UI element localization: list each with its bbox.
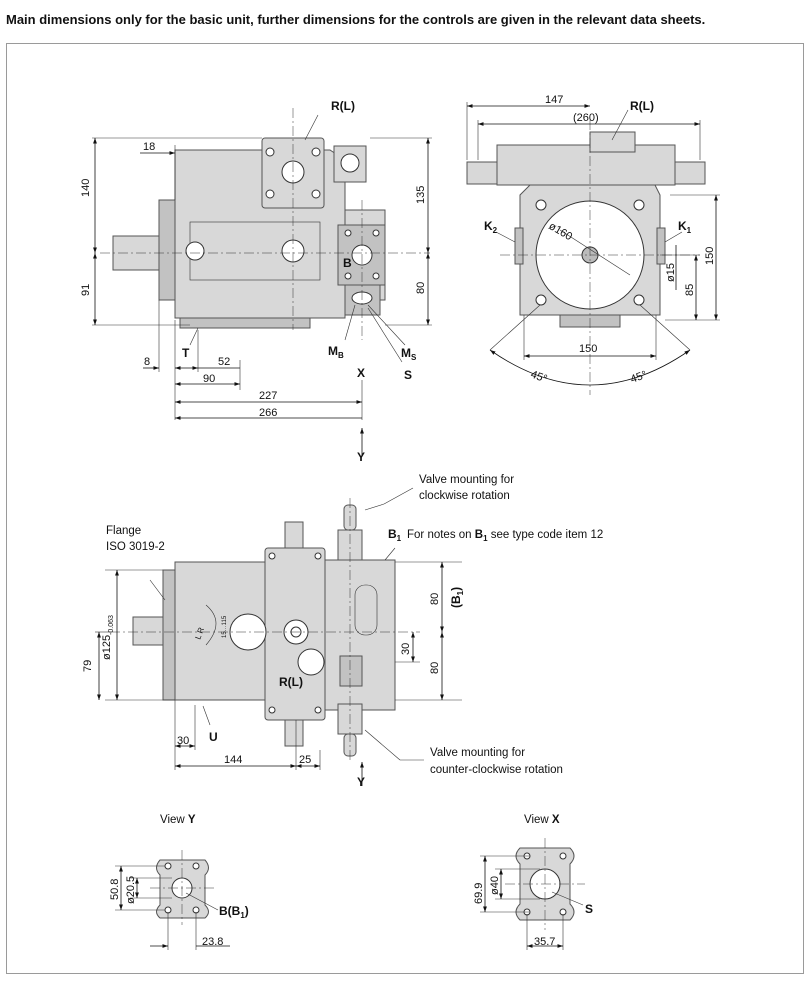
dim-80-side: 80 [415,282,427,294]
top-view-flange [162,569,176,701]
top-view-shaft [132,616,164,646]
hex-plug-left [466,161,498,185]
side-view-text: R(L) B T MB MS S X Y 18 140 91 135 80 8 … [80,99,427,464]
top-view-valve-block [324,559,396,711]
dim-150-horizontal: 150 [579,343,597,355]
label-r-l-front: R(L) [630,99,654,113]
side-view [100,108,430,363]
dim-69-9: 69.9 [473,883,485,904]
dim-8: 8 [144,356,150,368]
rotation-lr: L R [193,626,206,641]
view-x-title: View X [524,814,560,826]
dim-d40: ø40 [489,876,501,895]
label-u: U [209,730,218,744]
label-k1: K1 [678,219,692,235]
dim-227: 227 [259,390,277,402]
angle-45-left: 45° [529,369,549,386]
dim-30-horizontal: 30 [177,735,189,747]
dim-135: 135 [415,186,427,204]
dim-150-vertical: 150 [704,247,716,265]
label-mb: MB [328,344,344,360]
note-valve-ccw-1: Valve mounting for [430,747,525,759]
dim-91: 91 [80,284,92,296]
dim-25: 25 [299,754,311,766]
label-x: X [357,366,365,380]
dim-50-8: 50.8 [109,879,121,900]
dim-d20-5: ø20.5 [125,876,137,904]
front-view-dimensions [466,102,720,386]
label-r-l-top: R(L) [279,675,303,689]
dim-18: 18 [143,141,155,153]
note-flange-1: Flange [106,525,141,537]
angle-45-right: 45° [629,369,649,386]
top-view [110,498,420,760]
dim-266: 266 [259,407,277,419]
dim-80-upper: 80 [429,593,441,605]
dim-79: 79 [82,660,94,672]
mounting-flange [158,199,176,301]
hex-plug-right [674,161,706,185]
dim-80-lower: 80 [429,662,441,674]
dim-90: 90 [203,373,215,385]
dim-d125: ø125-0.063 [101,615,115,660]
dim-260: (260) [573,112,599,124]
dim-30-vertical: 30 [400,643,412,655]
label-b-b1: B(B1) [219,904,249,920]
view-x: View X 69.9 ø40 35.7 S [473,814,593,950]
label-ms: MS [401,346,417,362]
dim-52: 52 [218,356,230,368]
view-y: View Y 50.8 ø20.5 23.8 B(B1) [109,814,249,950]
dim-b1-paren: (B1) [449,587,465,608]
label-k2: K2 [484,219,498,235]
top-view-text: Flange ISO 3019-2 Valve mounting for clo… [82,474,603,789]
front-top-section [496,144,676,186]
note-b1: For notes on B1 see type code item 12 [407,529,603,543]
dim-140: 140 [80,179,92,197]
label-s-view-x: S [585,902,593,916]
label-y-top: Y [357,775,365,789]
label-r-l-side: R(L) [331,99,355,113]
label-b-side: B [343,256,352,270]
label-b1-top: B1 [388,527,402,543]
dim-23-8: 23.8 [202,936,223,948]
side-view-dimensions [92,137,432,455]
label-t: T [182,346,190,360]
page-header: Main dimensions only for the basic unit,… [6,12,706,27]
note-valve-cw-1: Valve mounting for [419,474,514,486]
note-flange-2: ISO 3019-2 [106,541,165,553]
dim-35-7: 35.7 [534,936,555,948]
label-s-side: S [404,368,412,382]
front-view-text: R(L) 147 (260) K2 K1 ø160 ø15 85 150 150… [484,94,716,386]
front-view [466,120,706,395]
note-valve-ccw-2: counter-clockwise rotation [430,764,563,776]
dim-147: 147 [545,94,563,106]
dim-85: 85 [684,284,696,296]
top-view-dimensions [95,487,462,786]
view-y-title: View Y [160,814,196,826]
drawing-frame [6,43,804,974]
dim-144: 144 [224,754,242,766]
dim-d15: ø15 [665,263,677,282]
label-y-side: Y [357,450,365,464]
rotation-range: 15…115 [222,615,228,638]
note-valve-cw-2: clockwise rotation [419,490,510,502]
